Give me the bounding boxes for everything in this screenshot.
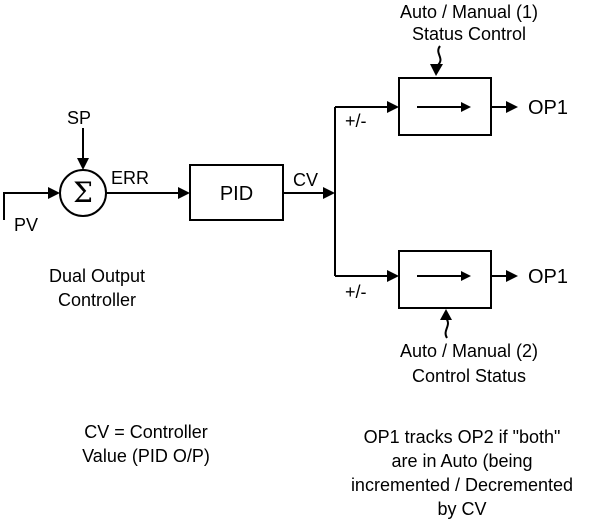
upper-block-arrow-icon: [461, 102, 471, 112]
pv-line: [3, 192, 48, 220]
lower-status-line2: Control Status: [412, 366, 526, 386]
upper-output-arrowhead: [506, 101, 518, 113]
err-arrowhead: [178, 187, 190, 199]
title-line2: Controller: [58, 290, 136, 310]
cv-note-line2: Value (PID O/P): [82, 446, 210, 466]
sigma-icon: Σ: [73, 176, 93, 209]
upper-sign-label: +/-: [345, 111, 367, 131]
lower-output-label: OP1: [528, 266, 568, 288]
title-line1: Dual Output: [49, 266, 145, 286]
sp-label: SP: [67, 108, 91, 128]
pid-label: PID: [220, 183, 253, 205]
lower-output-arrowhead: [506, 270, 518, 282]
lower-status-line1: Auto / Manual (2): [400, 341, 538, 361]
cv-note-line1: CV = Controller: [84, 422, 208, 442]
tracking-note-line2: are in Auto (being: [391, 451, 532, 471]
err-label: ERR: [111, 168, 149, 188]
tracking-note-line3: incremented / Decremented: [351, 475, 573, 495]
tracking-note-line1: OP1 tracks OP2 if "both": [364, 427, 561, 447]
upper-status-pointer: [436, 45, 442, 67]
pv-label: PV: [14, 215, 38, 235]
sp-arrowhead: [77, 158, 89, 170]
upper-status-line2: Status Control: [412, 24, 526, 44]
lower-branch-arrowhead: [387, 270, 399, 282]
cv-label: CV: [293, 170, 318, 190]
upper-status-line1: Auto / Manual (1): [400, 2, 538, 22]
lower-block-arrow-icon: [461, 271, 471, 281]
upper-status-pointer-head: [430, 64, 443, 76]
pv-arrowhead: [48, 187, 60, 199]
lower-status-pointer-head: [440, 309, 452, 320]
lower-sign-label: +/-: [345, 282, 367, 302]
cv-arrowhead: [323, 187, 335, 199]
lower-status-block: [398, 250, 492, 309]
upper-output-label: OP1: [528, 97, 568, 119]
tracking-note-line4: by CV: [437, 499, 486, 519]
pid-block: [189, 164, 284, 221]
upper-branch-arrowhead: [387, 101, 399, 113]
lower-status-pointer: [444, 317, 449, 339]
